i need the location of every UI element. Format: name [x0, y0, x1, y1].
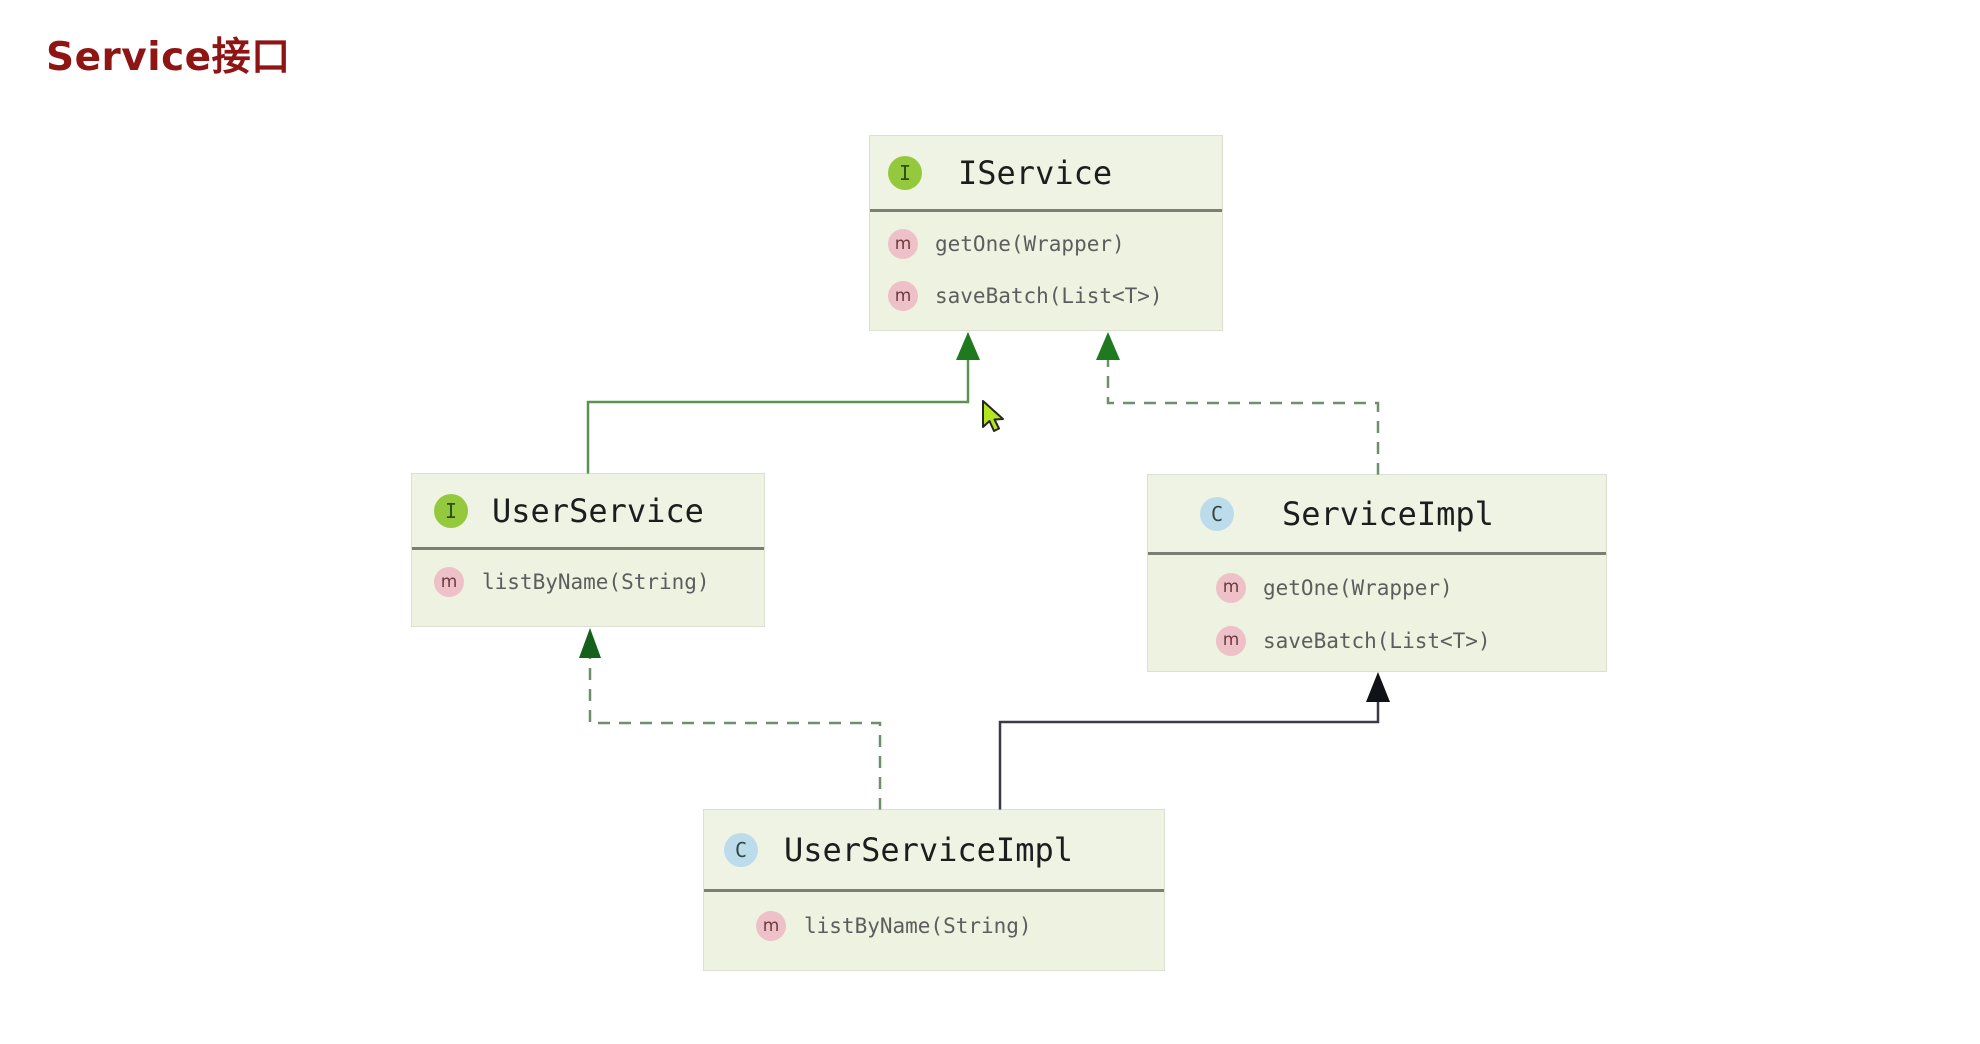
interface-icon: I — [434, 493, 468, 528]
interface-icon: I — [888, 155, 922, 190]
uml-member: m saveBatch(List<T>) — [1148, 614, 1606, 667]
uml-member-label: saveBatch(List<T>) — [935, 284, 1163, 308]
uml-member: m listByName(String) — [412, 556, 764, 608]
uml-node-header: C UserServiceImpl — [704, 810, 1164, 892]
edge-userserviceimpl-extends-serviceimpl — [998, 672, 1390, 810]
edge-userserviceimpl-implements-userservice — [579, 628, 882, 810]
uml-node-name: IService — [958, 153, 1113, 192]
uml-member-label: listByName(String) — [482, 570, 710, 594]
uml-node-header: I UserService — [412, 474, 764, 550]
uml-member: m getOne(Wrapper) — [870, 218, 1222, 270]
edge-serviceimpl-implements-iservice — [1096, 332, 1380, 475]
uml-member: m getOne(Wrapper) — [1148, 561, 1606, 614]
method-icon: m — [1216, 572, 1246, 603]
uml-member: m saveBatch(List<T>) — [870, 270, 1222, 322]
uml-member-label: getOne(Wrapper) — [1263, 575, 1453, 600]
edge-userservice-extends-iservice — [586, 332, 980, 474]
uml-member-label: getOne(Wrapper) — [935, 232, 1125, 256]
uml-node-name: UserService — [492, 491, 704, 530]
uml-node-members: m listByName(String) — [704, 892, 1164, 962]
class-icon: C — [1200, 496, 1234, 531]
method-icon: m — [756, 911, 786, 941]
uml-node-userserviceimpl[interactable]: C UserServiceImpl m listByName(String) — [704, 810, 1164, 970]
uml-node-members: m listByName(String) — [412, 550, 764, 616]
uml-node-header: I IService — [870, 136, 1222, 212]
uml-node-header: C ServiceImpl — [1148, 475, 1606, 555]
class-icon: C — [724, 832, 758, 867]
uml-node-userservice[interactable]: I UserService m listByName(String) — [412, 474, 764, 626]
uml-node-name: UserServiceImpl — [784, 830, 1073, 869]
method-icon: m — [888, 229, 918, 259]
uml-node-name: ServiceImpl — [1282, 494, 1494, 533]
mouse-pointer-cursor — [982, 400, 1004, 432]
uml-node-members: m getOne(Wrapper) m saveBatch(List<T>) — [870, 212, 1222, 330]
uml-member: m listByName(String) — [704, 898, 1164, 954]
uml-node-members: m getOne(Wrapper) m saveBatch(List<T>) — [1148, 555, 1606, 675]
uml-member-label: listByName(String) — [804, 914, 1032, 938]
uml-member-label: saveBatch(List<T>) — [1263, 628, 1491, 653]
method-icon: m — [1216, 625, 1246, 656]
uml-node-iservice[interactable]: I IService m getOne(Wrapper) m saveBatch… — [870, 136, 1222, 330]
method-icon: m — [434, 567, 464, 597]
page-title: Service接口 — [46, 35, 291, 80]
method-icon: m — [888, 281, 918, 311]
uml-node-serviceimpl[interactable]: C ServiceImpl m getOne(Wrapper) m saveBa… — [1148, 475, 1606, 671]
